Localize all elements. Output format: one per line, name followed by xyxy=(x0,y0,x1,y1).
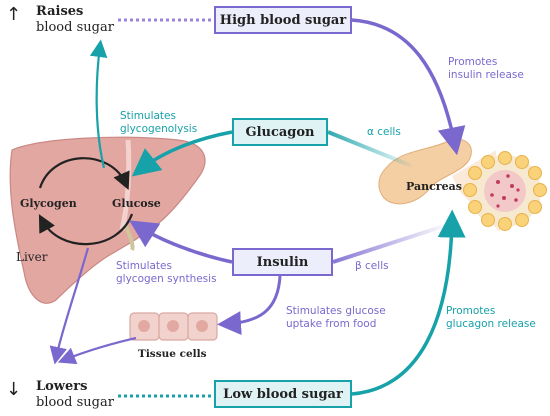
tissue-cells-label: Tissue cells xyxy=(138,348,207,360)
glucagon-box: Glucagon xyxy=(232,118,328,146)
arrow-insulin-to-liver xyxy=(129,220,233,264)
arrow-insulin-to-tissue xyxy=(217,275,282,336)
liver-label: Liver xyxy=(16,250,48,264)
alpha-cells-label: α cells xyxy=(367,126,401,138)
lowers-arrow-icon: ↓ xyxy=(6,379,22,400)
arrow-low-to-pancreas xyxy=(351,209,466,396)
cycle-arrow-bottom xyxy=(38,213,134,246)
beta-cells-connector xyxy=(332,224,445,264)
lowers-subtitle: blood sugar xyxy=(36,395,114,410)
promotes-glucagon-line1: Promotes xyxy=(446,305,496,317)
alpha-cells-connector xyxy=(327,130,413,168)
pancreas-label: Pancreas xyxy=(406,180,462,193)
glycogen-synthesis-line2: glycogen synthesis xyxy=(116,273,217,285)
lowers-title: Lowers xyxy=(36,379,88,394)
promotes-glucagon-line2: glucagon release xyxy=(446,318,536,330)
islet-of-langerhans xyxy=(463,151,547,231)
arrow-high-to-pancreas xyxy=(351,18,466,156)
glycogen-synthesis-line1: Stimulates xyxy=(116,260,172,272)
glucose-uptake-line2: uptake from food xyxy=(286,318,377,330)
glucose-label: Glucose xyxy=(112,197,161,210)
raises-subtitle: blood sugar xyxy=(36,20,114,35)
arrow-glucagon-to-liver xyxy=(131,130,233,177)
high-blood-sugar-box: High blood sugar xyxy=(214,6,352,34)
raises-arrow-icon: ↑ xyxy=(6,4,22,25)
arrow-liver-to-raises xyxy=(89,39,108,169)
promotes-insulin-line2: insulin release xyxy=(448,69,524,81)
pancreas-shape xyxy=(378,138,472,205)
glycogen-label: Glycogen xyxy=(20,197,77,210)
glycogenolysis-line1: Stimulates xyxy=(120,110,176,122)
promotes-insulin-line1: Promotes xyxy=(448,56,498,68)
arrow-tissue-to-lowers xyxy=(57,336,137,365)
raises-title: Raises xyxy=(36,4,84,19)
insulin-box: Insulin xyxy=(232,248,333,276)
glycogenolysis-line2: glycogenolysis xyxy=(120,123,198,135)
glucose-uptake-note: Stimulates glucose uptake from food xyxy=(286,305,386,331)
promotes-insulin-note: Promotes insulin release xyxy=(448,56,524,82)
glycogen-synthesis-note: Stimulates glycogen synthesis xyxy=(116,260,217,286)
cycle-arrow-top xyxy=(38,157,130,191)
promotes-glucagon-note: Promotes glucagon release xyxy=(446,305,536,331)
glycogenolysis-note: Stimulates glycogenolysis xyxy=(120,110,197,136)
beta-cells-label: β cells xyxy=(355,260,389,272)
tissue-cells xyxy=(129,312,218,341)
glucose-uptake-line1: Stimulates glucose xyxy=(286,305,386,317)
low-blood-sugar-box: Low blood sugar xyxy=(214,380,352,408)
